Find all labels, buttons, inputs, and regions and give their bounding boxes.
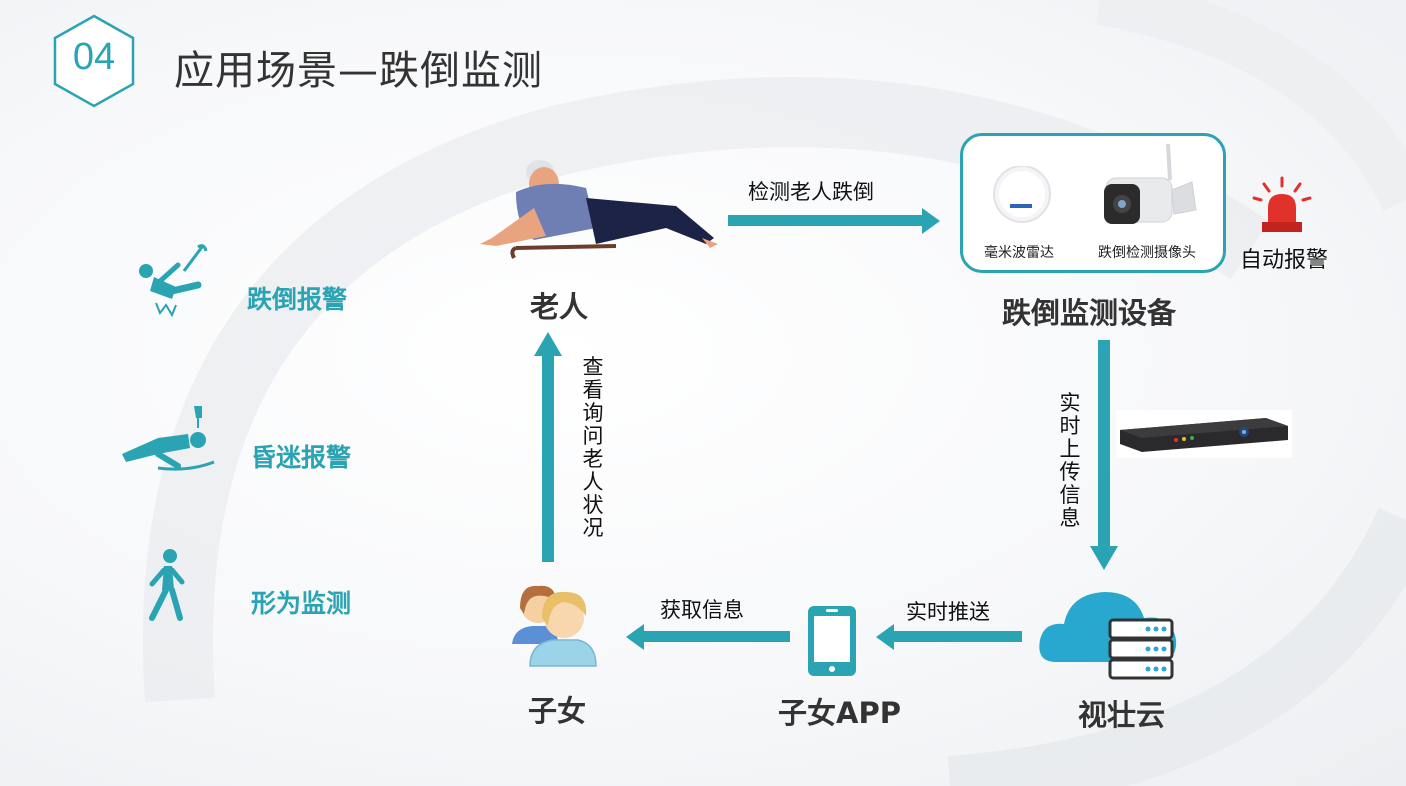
cloud-server-icon (1039, 592, 1177, 680)
sidebar-item-coma-alarm: 昏迷报警 (251, 443, 352, 472)
alarm-light-icon (1252, 176, 1312, 232)
arrow-label-fetch: 获取信息 (660, 598, 744, 622)
unconscious-person-icon (122, 406, 215, 471)
arrow-label-upload: 实时上传信息 (1059, 391, 1081, 530)
fall-person-icon (139, 244, 208, 318)
node-children-label: 子女 (528, 694, 587, 728)
arrow-upload (1090, 340, 1118, 570)
node-app-label: 子女APP (778, 696, 901, 730)
radar-label: 毫米波雷达 (984, 245, 1054, 261)
page-title: 应用场景—跌倒监测 (174, 48, 543, 94)
arrow-fetch (626, 624, 790, 650)
walking-person-icon (149, 549, 185, 621)
arrow-push (876, 624, 1022, 650)
node-device-label: 跌倒监测设备 (1002, 296, 1177, 330)
arrow-detect (728, 208, 940, 234)
radar-icon (993, 166, 1051, 223)
section-number-hexagon (53, 14, 135, 108)
node-elder-label: 老人 (530, 290, 589, 324)
arrow-inquire (534, 332, 562, 562)
camera-icon (1104, 144, 1197, 224)
elderly-lying-icon (480, 160, 718, 259)
family-icon (512, 585, 597, 667)
gateway-device-icon (1116, 410, 1292, 458)
sidebar-item-fall-alarm: 跌倒报警 (247, 285, 348, 314)
node-cloud-label: 视壮云 (1078, 698, 1166, 732)
sidebar-item-behavior-monitor: 形为监测 (251, 589, 352, 618)
section-number: 04 (72, 36, 116, 78)
camera-label: 跌倒检测摄像头 (1098, 245, 1196, 261)
arrow-label-push: 实时推送 (906, 600, 990, 624)
phone-icon (808, 606, 856, 676)
arrow-label-inquire: 查看询问老人状况 (582, 355, 604, 540)
arrow-label-detect: 检测老人跌倒 (748, 180, 874, 204)
alarm-label: 自动报警 (1240, 248, 1329, 273)
